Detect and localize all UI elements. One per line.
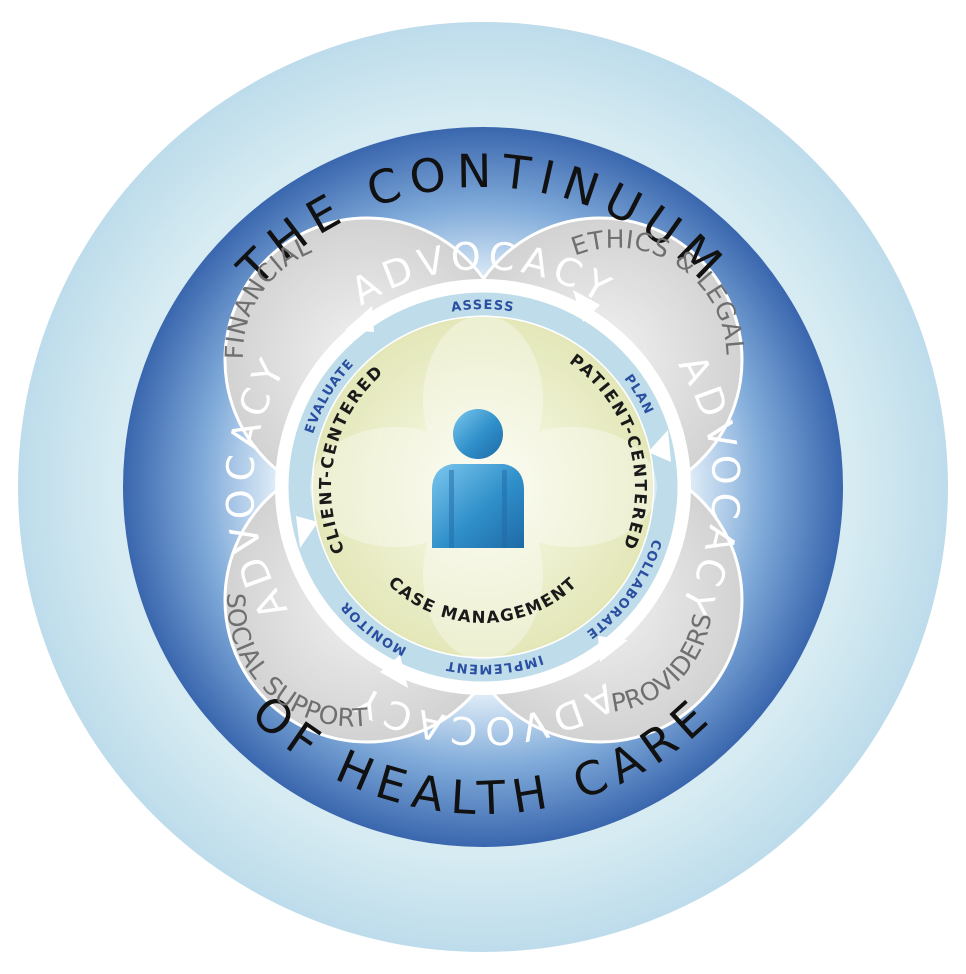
- person-icon: [432, 409, 524, 548]
- step-assess: ASSESS: [450, 298, 514, 316]
- svg-text:ASSESS: ASSESS: [450, 298, 516, 316]
